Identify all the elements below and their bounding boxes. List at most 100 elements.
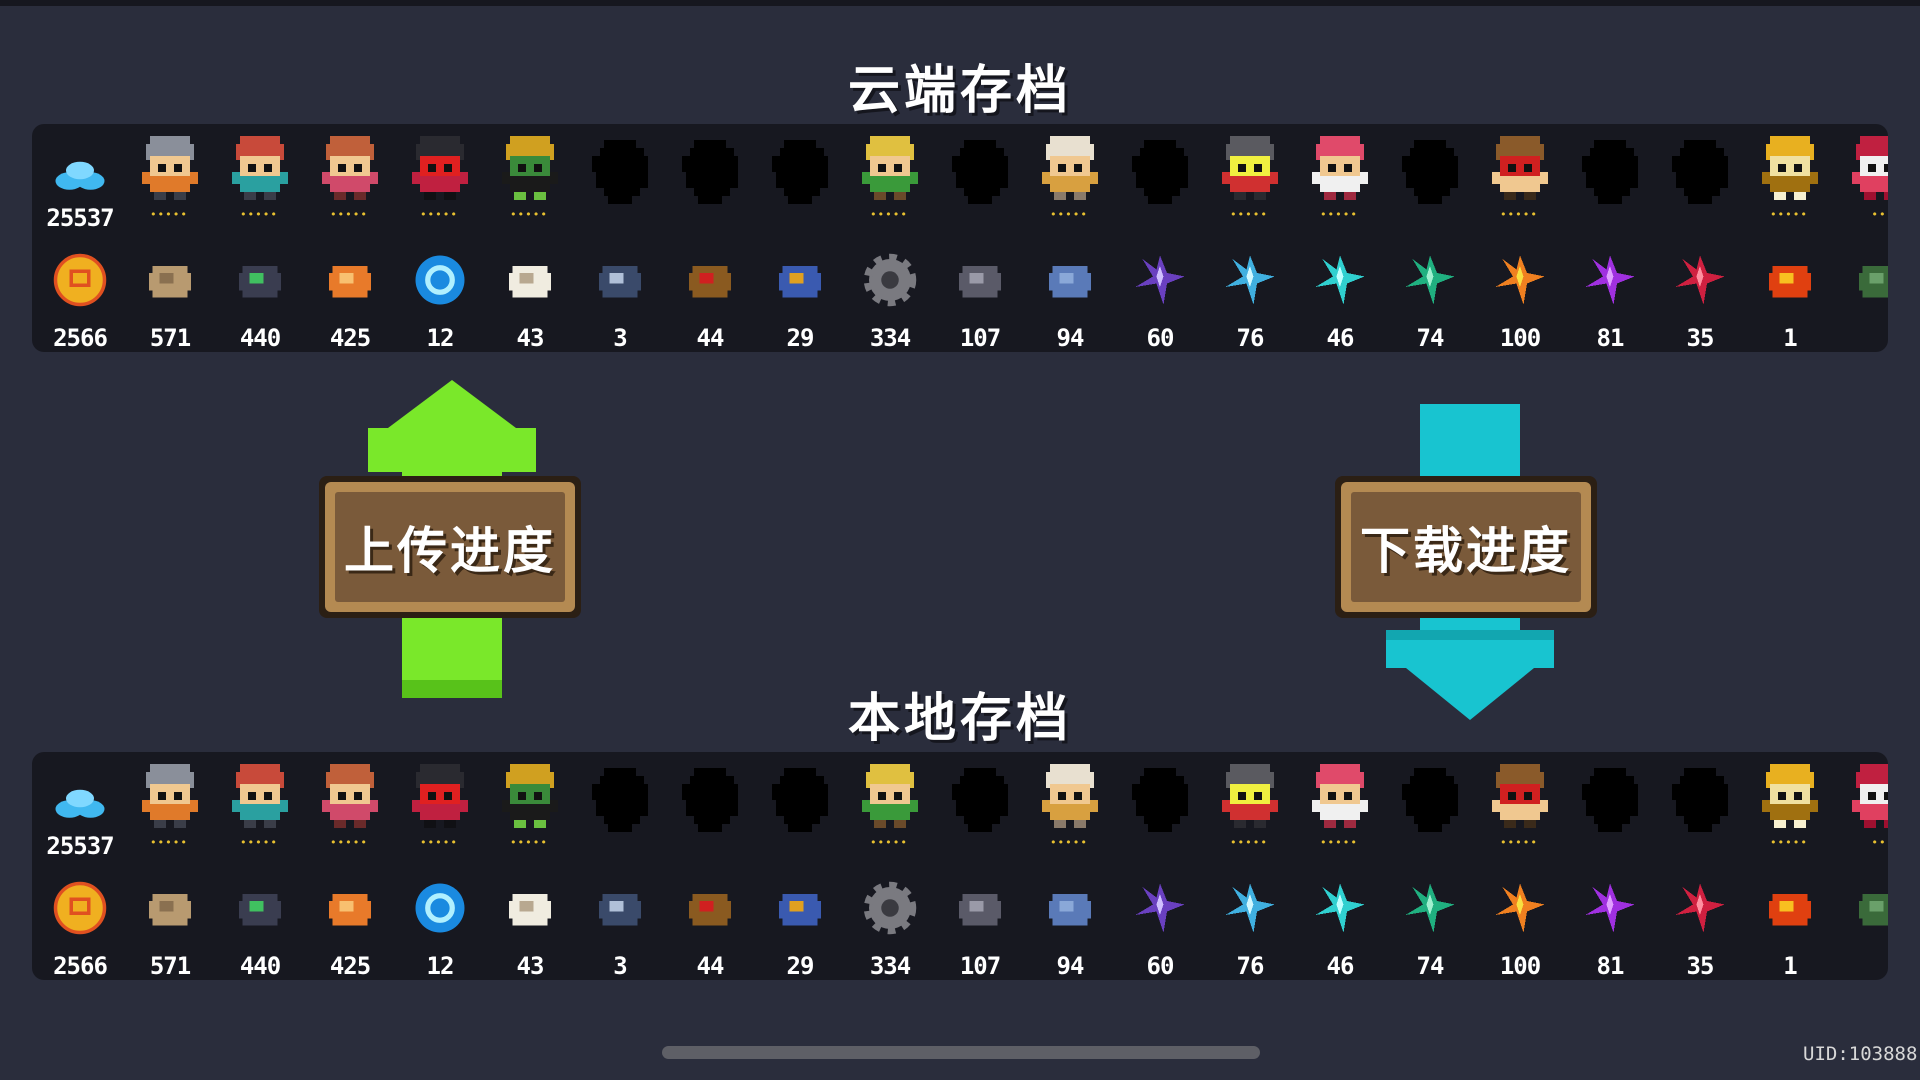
material-count: 81 <box>1596 952 1625 980</box>
material-item: 46 <box>1298 242 1378 352</box>
locked-character-icon <box>1398 760 1462 832</box>
material-item <box>1838 870 1888 980</box>
character-slot-werewolf: ••••• <box>1208 752 1288 862</box>
material-count: 46 <box>1326 952 1355 980</box>
material-count: 60 <box>1146 324 1175 352</box>
character-slot-locked <box>1568 752 1648 862</box>
material-item: 44 <box>668 870 748 980</box>
star-rating: •• <box>1871 836 1887 849</box>
material-count: 94 <box>1056 952 1085 980</box>
priest-character-icon <box>1038 760 1102 832</box>
star-rating: ••••• <box>419 836 459 849</box>
seed-bag-icon <box>502 252 558 308</box>
character-slot-locked <box>1658 124 1738 234</box>
material-item: 440 <box>218 242 298 352</box>
star-rating: ••••• <box>1049 208 1089 221</box>
star-rating: •• <box>1871 208 1887 221</box>
elf-character-icon <box>858 760 922 832</box>
material-item: 74 <box>1388 870 1468 980</box>
upload-progress-button[interactable]: 上传进度 <box>319 476 581 618</box>
star-rating: ••••• <box>329 836 369 849</box>
fabric-icon <box>142 880 198 936</box>
iron-ore-icon <box>952 252 1008 308</box>
shell-icon <box>772 880 828 936</box>
officer-character-icon <box>1488 760 1552 832</box>
priest-character-icon <box>1038 132 1102 204</box>
material-item: 107 <box>938 870 1018 980</box>
material-count: 44 <box>696 952 725 980</box>
material-count: 76 <box>1236 952 1265 980</box>
werewolf-character-icon <box>1218 132 1282 204</box>
knight-character-icon <box>138 132 202 204</box>
character-slot-locked <box>1658 752 1738 862</box>
material-item: 43 <box>488 242 568 352</box>
material-count: 107 <box>959 324 1001 352</box>
star-rating: ••••• <box>1499 208 1539 221</box>
material-item: 3 <box>578 242 658 352</box>
battery-icon <box>232 252 288 308</box>
iron-ore-icon <box>952 880 1008 936</box>
cloud-save-title: 云端存档 <box>847 61 1072 121</box>
character-slot-assassin: ••••• <box>398 124 478 234</box>
fish-icon <box>592 880 648 936</box>
character-slot-priest: ••••• <box>1028 124 1108 234</box>
material-item: 74 <box>1388 242 1468 352</box>
character-slot-robot: ••••• <box>488 124 568 234</box>
rogue-character-icon <box>228 132 292 204</box>
material-item: 2566 <box>38 870 118 980</box>
material-count: 81 <box>1596 324 1625 352</box>
partial-character-icon <box>1848 760 1888 832</box>
assassin-character-icon <box>408 132 472 204</box>
material-item: 12 <box>398 242 478 352</box>
uid-label: UID:103888 <box>1803 1043 1918 1065</box>
seed-bag-icon <box>502 880 558 936</box>
star-rating: ••••• <box>239 208 279 221</box>
character-slot-golden-beast: ••••• <box>1748 752 1828 862</box>
character-slot-elf: ••••• <box>848 752 928 862</box>
star-rating: ••••• <box>1769 208 1809 221</box>
material-count: 1 <box>1783 324 1797 352</box>
star-rating: ••••• <box>1319 836 1359 849</box>
download-progress-label[interactable]: 下载进度 <box>1351 492 1581 602</box>
star-rating: ••••• <box>419 208 459 221</box>
material-item: 44 <box>668 242 748 352</box>
knight-character-icon <box>138 760 202 832</box>
character-slot-officer: ••••• <box>1478 752 1558 862</box>
material-item: 334 <box>848 242 928 352</box>
download-progress-button[interactable]: 下载进度 <box>1335 476 1597 618</box>
character-slot-assassin: ••••• <box>398 752 478 862</box>
gold-coin-icon <box>52 252 108 308</box>
berserker-character-icon <box>1308 132 1372 204</box>
home-indicator-bar[interactable] <box>662 1046 1260 1059</box>
top-border <box>0 0 1920 6</box>
material-item: 81 <box>1568 870 1648 980</box>
material-count: 1 <box>1783 952 1797 980</box>
material-count: 425 <box>329 952 371 980</box>
material-item: 107 <box>938 242 1018 352</box>
cloth-icon <box>1042 252 1098 308</box>
locked-character-icon <box>588 760 652 832</box>
character-slot-witch: ••••• <box>308 124 388 234</box>
upload-progress-label[interactable]: 上传进度 <box>335 492 565 602</box>
material-count: 74 <box>1416 952 1445 980</box>
locked-character-icon <box>588 132 652 204</box>
character-slot-locked <box>938 752 1018 862</box>
material-count: 29 <box>786 952 815 980</box>
material-count: 100 <box>1499 952 1541 980</box>
character-slot-priest: ••••• <box>1028 752 1108 862</box>
locked-character-icon <box>948 760 1012 832</box>
material-count: 12 <box>426 324 455 352</box>
material-item: 81 <box>1568 242 1648 352</box>
fire-crystal-icon <box>1492 880 1548 936</box>
cloud-save-panel: 25537 ••••• ••••• ••••• <box>32 124 1888 352</box>
character-slot-knight: ••••• <box>128 124 208 234</box>
material-item: 94 <box>1028 242 1108 352</box>
witch-character-icon <box>318 760 382 832</box>
material-count: 60 <box>1146 952 1175 980</box>
character-slot-locked <box>1388 752 1468 862</box>
character-slot-officer: ••••• <box>1478 124 1558 234</box>
material-item: 29 <box>758 242 838 352</box>
golden-beast-character-icon <box>1758 760 1822 832</box>
material-item: 425 <box>308 242 388 352</box>
material-item: 571 <box>128 870 208 980</box>
